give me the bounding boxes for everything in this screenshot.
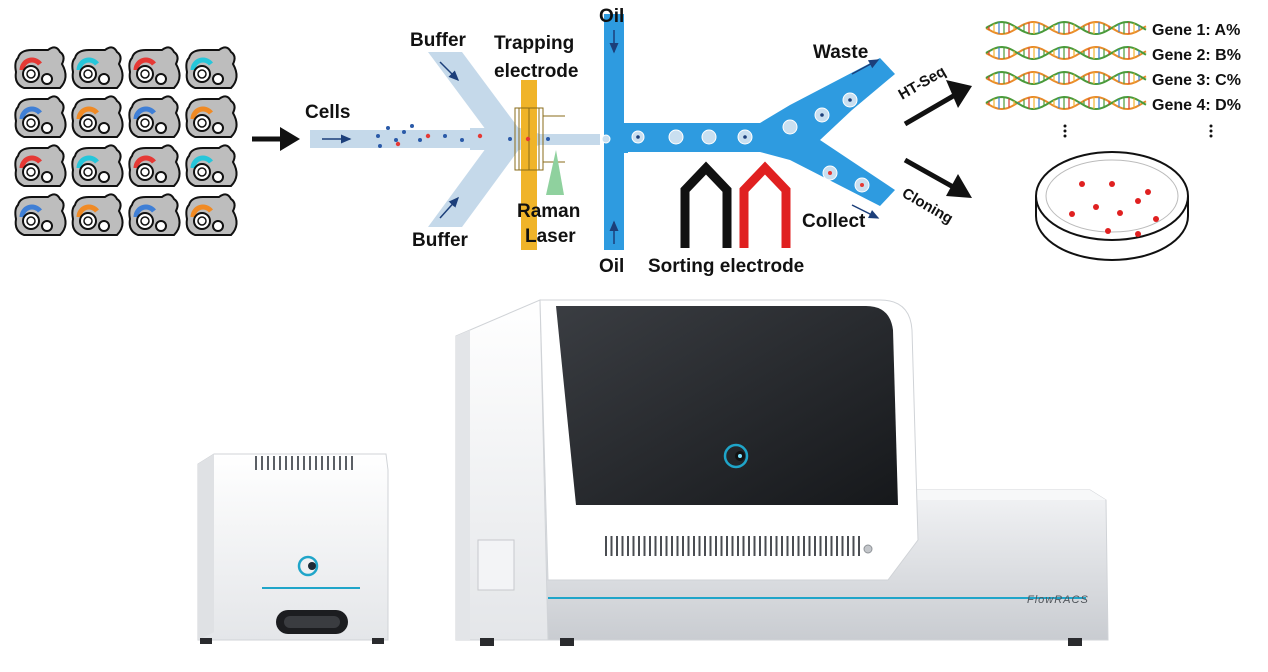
raman-laser-beam [546, 150, 564, 195]
yeast-cell-icon [71, 95, 124, 138]
label-trapping: Trapping [494, 33, 574, 54]
label-cells: Cells [305, 102, 350, 123]
gene-label: Gene 1: A% [1152, 22, 1240, 39]
small-device-unit [197, 453, 389, 644]
input-arrow [252, 127, 300, 151]
device-logo-icon [297, 555, 319, 577]
yeast-cell-icon [185, 193, 238, 236]
cloning-arrow [903, 157, 972, 198]
device-brand-label: FlowRACS [1027, 594, 1089, 606]
yeast-cell-icon [185, 144, 238, 187]
label-buffer-bottom: Buffer [412, 230, 469, 251]
gene-list: Gene 1: A% Gene 2: B% Gene 3: C% Gene 4: D% [1152, 22, 1241, 114]
gene-label: Gene 4: D% [1152, 97, 1241, 114]
label-raman: Raman [517, 201, 580, 222]
yeast-cell-icon [128, 144, 181, 187]
yeast-cell-icon [185, 46, 238, 89]
htseq-arrow [903, 80, 972, 127]
yeast-cell-icon [128, 193, 181, 236]
label-sorting-electrode: Sorting electrode [648, 256, 804, 277]
yeast-cell-icon [128, 95, 181, 138]
label-buffer-top: Buffer [410, 30, 467, 51]
label-ht-seq: HT-Seq [896, 63, 949, 104]
petri-dish-icon [1035, 151, 1189, 261]
flowracs-main-instrument: FlowRACS [455, 299, 1109, 646]
yeast-cell-icon [14, 95, 67, 138]
yeast-cell-icon [185, 95, 238, 138]
device-logo-icon [723, 443, 749, 469]
label-laser: Laser [525, 226, 576, 247]
yeast-cell-icon [71, 193, 124, 236]
label-oil-top: Oil [599, 6, 624, 27]
yeast-cell-grid [14, 46, 238, 236]
label-cloning: Cloning [899, 185, 956, 228]
gene-label: Gene 3: C% [1152, 72, 1241, 89]
label-waste: Waste [813, 42, 868, 63]
yeast-cell-icon [14, 46, 67, 89]
dna-helix-icon [985, 20, 1147, 111]
label-collect: Collect [802, 211, 866, 232]
sorting-electrode [680, 161, 791, 248]
yeast-cell-icon [14, 144, 67, 187]
label-electrode: electrode [494, 61, 578, 82]
gene-list-ellipsis [1063, 124, 1213, 138]
yeast-cell-icon [128, 46, 181, 89]
label-oil-bottom: Oil [599, 256, 624, 277]
yeast-cell-icon [14, 193, 67, 236]
yeast-cell-icon [71, 144, 124, 187]
yeast-cell-icon [71, 46, 124, 89]
microfluidic-chip [310, 14, 895, 250]
gene-label: Gene 2: B% [1152, 47, 1241, 64]
